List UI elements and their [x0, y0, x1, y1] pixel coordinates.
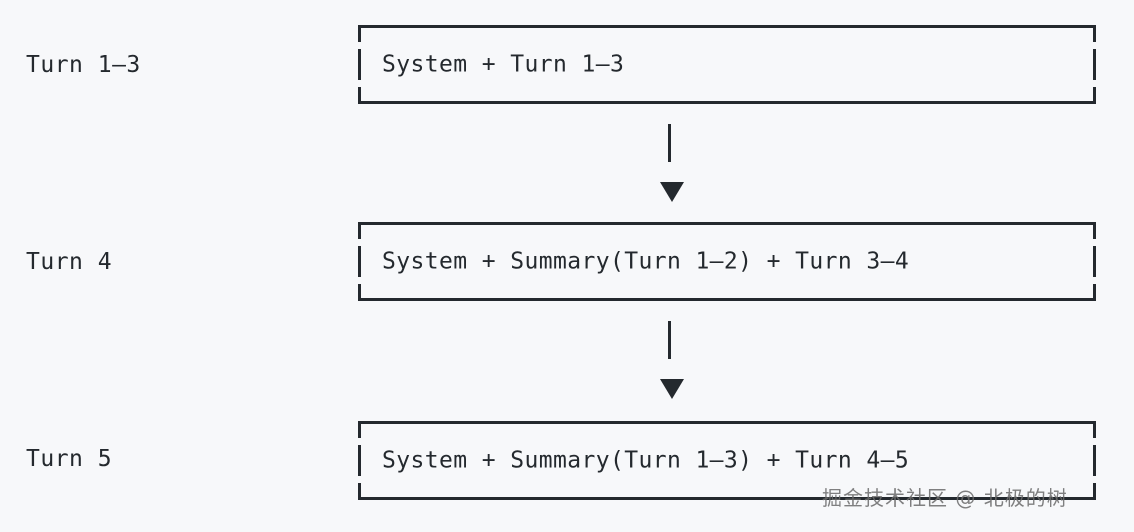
box-border-bottom [358, 497, 1096, 500]
box-border-left-segment [358, 49, 361, 80]
box-border-right-segment [1093, 483, 1096, 500]
row-label-turn-4: Turn 4 [26, 249, 113, 275]
connector-arrow-2 [660, 321, 684, 401]
arrow-stem-icon [668, 124, 671, 162]
box-border-top [358, 222, 1096, 225]
node-text-turn-5: System + Summary(Turn 1–3) + Turn 4–5 [382, 447, 910, 473]
node-box-turn-1-3: System + Turn 1–3 [358, 25, 1096, 104]
box-border-right-segment [1093, 87, 1096, 104]
box-border-right-segment [1093, 222, 1096, 239]
node-text-turn-4: System + Summary(Turn 1–2) + Turn 3–4 [382, 248, 910, 274]
down-arrow-icon [660, 379, 684, 399]
box-border-right-segment [1093, 421, 1096, 438]
box-border-left-segment [358, 421, 361, 438]
box-border-right-segment [1093, 49, 1096, 80]
row-label-turn-5: Turn 5 [26, 446, 113, 472]
box-border-right-segment [1093, 284, 1096, 301]
box-border-left-segment [358, 284, 361, 301]
box-border-left-segment [358, 222, 361, 239]
box-border-left-segment [358, 246, 361, 277]
box-border-right-segment [1093, 246, 1096, 277]
node-text-turn-1-3: System + Turn 1–3 [382, 51, 625, 77]
node-box-turn-5: System + Summary(Turn 1–3) + Turn 4–5 [358, 421, 1096, 500]
box-border-left-segment [358, 25, 361, 42]
node-box-turn-4: System + Summary(Turn 1–2) + Turn 3–4 [358, 222, 1096, 301]
box-border-right-segment [1093, 445, 1096, 476]
arrow-stem-icon [668, 321, 671, 359]
watermark: 掘金技术社区 @ 北极的树 [822, 486, 1068, 510]
row-label-turn-1-3: Turn 1–3 [26, 52, 141, 78]
connector-arrow-1 [660, 124, 684, 204]
box-border-bottom [358, 101, 1096, 104]
box-border-top [358, 421, 1096, 424]
box-border-bottom [358, 298, 1096, 301]
box-border-left-segment [358, 445, 361, 476]
box-border-top [358, 25, 1096, 28]
box-border-right-segment [1093, 25, 1096, 42]
box-border-left-segment [358, 483, 361, 500]
down-arrow-icon [660, 182, 684, 202]
box-border-left-segment [358, 87, 361, 104]
